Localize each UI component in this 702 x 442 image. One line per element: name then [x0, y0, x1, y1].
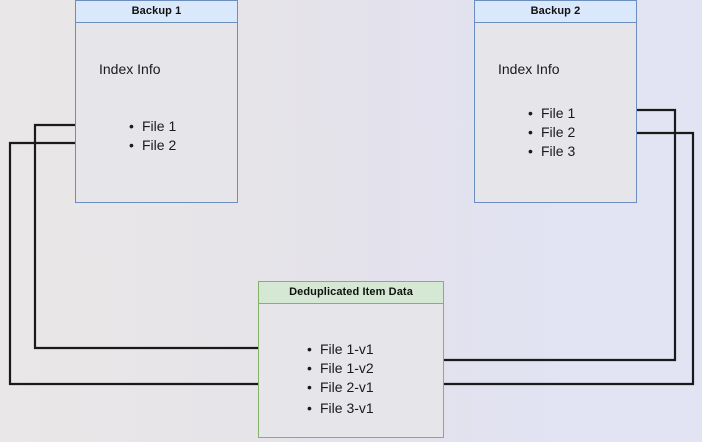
- backup-1-index-info-label: Index Info: [99, 61, 161, 77]
- list-item[interactable]: File 2: [528, 123, 575, 142]
- backup-2-file-list: File 1 File 2 File 3: [528, 104, 575, 161]
- list-item[interactable]: File 1-v2: [307, 359, 374, 378]
- list-item[interactable]: File 2: [129, 136, 176, 155]
- backup-2-index-info-label: Index Info: [498, 61, 560, 77]
- backup-1-body: Index Info File 1 File 2: [76, 23, 237, 202]
- deduplicated-file-list: File 1-v1 File 1-v2 File 2-v1 File 3-v1: [307, 340, 374, 418]
- backup-1-box[interactable]: Backup 1 Index Info File 1 File 2: [75, 0, 238, 203]
- deduplicated-item-data-body: File 1-v1 File 1-v2 File 2-v1 File 3-v1: [259, 304, 443, 437]
- list-item[interactable]: File 3: [528, 142, 575, 161]
- deduplicated-item-data-title: Deduplicated Item Data: [259, 282, 443, 304]
- list-item[interactable]: File 1-v1: [307, 340, 374, 359]
- backup-2-box[interactable]: Backup 2 Index Info File 1 File 2 File 3: [474, 0, 637, 203]
- backup-2-body: Index Info File 1 File 2 File 3: [475, 23, 636, 202]
- deduplicated-item-data-box[interactable]: Deduplicated Item Data File 1-v1 File 1-…: [258, 281, 444, 438]
- list-item[interactable]: File 1: [129, 117, 176, 136]
- backup-2-title: Backup 2: [475, 1, 636, 23]
- list-item[interactable]: File 2-v1: [307, 378, 374, 397]
- backup-1-title: Backup 1: [76, 1, 237, 23]
- backup-1-file-list: File 1 File 2: [129, 117, 176, 155]
- list-item[interactable]: File 3-v1: [307, 399, 374, 418]
- list-item[interactable]: File 1: [528, 104, 575, 123]
